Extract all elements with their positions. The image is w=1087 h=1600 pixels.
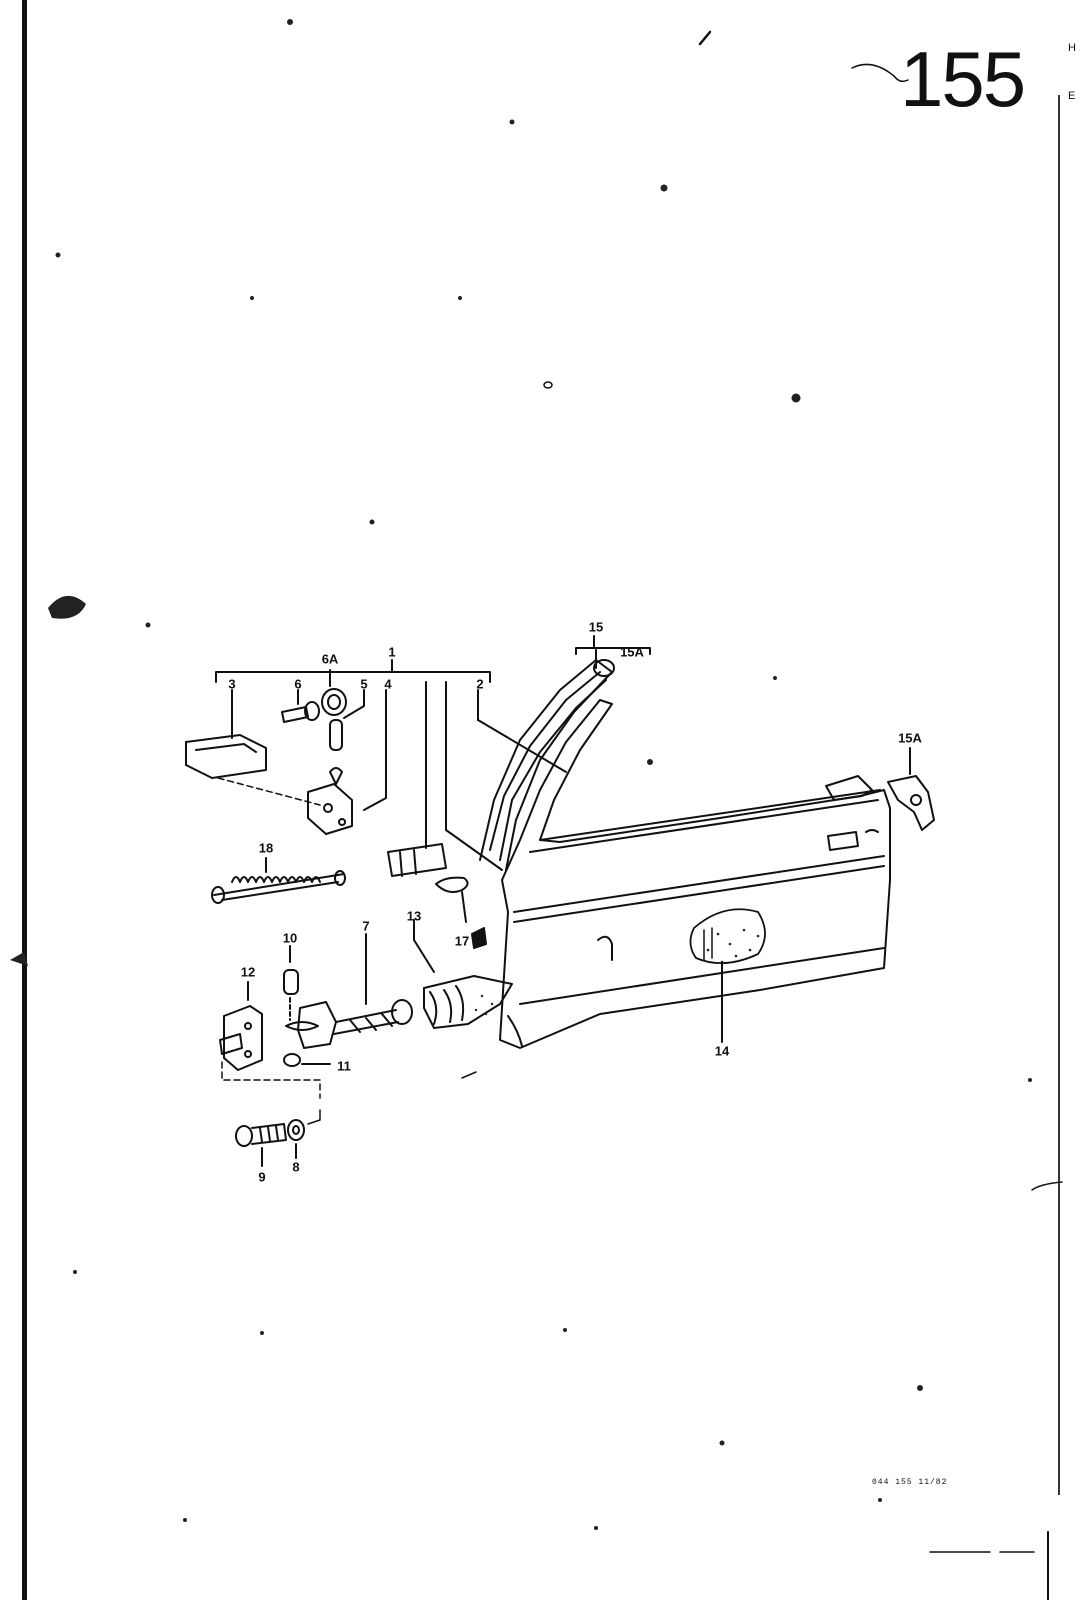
part-17-bolt: [435, 876, 487, 949]
part-3-bracket: [185, 689, 321, 806]
callout-9: 9: [258, 1169, 266, 1185]
part-8-washer: [287, 1119, 305, 1159]
part-13-check-housing: [413, 919, 513, 1029]
corner-letter-top: H: [1068, 42, 1076, 54]
callout-12: 12: [240, 964, 256, 980]
part-15a-hinge-right: [825, 747, 935, 831]
callout-17: 17: [454, 933, 470, 949]
window-frame-seal: [479, 635, 651, 871]
callout-1: 1: [388, 644, 396, 660]
callout-6: 6: [294, 676, 302, 692]
binder-edge: [22, 0, 27, 1600]
part-5-pin: [329, 689, 365, 785]
page-number: 155: [900, 35, 1026, 123]
callout-5: 5: [360, 676, 368, 692]
callout-10: 10: [282, 930, 298, 946]
part-11-washer: [283, 1053, 331, 1067]
part-10-pin: [283, 945, 299, 1021]
part-7-check-strap: [285, 933, 413, 1049]
part-4-hinge-plate: [307, 689, 387, 835]
part-9-bolt: [235, 1123, 287, 1167]
right-margin-rule: [1058, 95, 1060, 1495]
callout-8: 8: [292, 1159, 300, 1175]
callout-14: 14: [714, 1043, 730, 1059]
callout-15: 15: [588, 619, 604, 635]
part-18-spring: [211, 857, 346, 904]
corner-letter-second: E: [1068, 90, 1076, 102]
door-shell: [499, 699, 891, 1049]
callout-4: 4: [384, 676, 392, 692]
callout-15a-right: 15A: [898, 730, 922, 746]
door-hinge: [387, 681, 447, 877]
callout-18: 18: [258, 840, 274, 856]
group-bracket-1: [215, 671, 491, 683]
callout-2: 2: [476, 676, 484, 692]
part-6-bolt: [281, 689, 320, 723]
callout-3: 3: [228, 676, 236, 692]
part-6a-bush: [321, 669, 347, 716]
callout-7: 7: [362, 918, 370, 934]
callout-6a: 6A: [321, 651, 339, 667]
part-12-plate: [219, 981, 263, 1071]
callout-13: 13: [406, 908, 422, 924]
callout-15a-top: 15A: [620, 644, 644, 660]
footer-code: 044 155 11/82: [872, 1478, 948, 1487]
callout-11: 11: [337, 1058, 351, 1074]
scan-specks: [10, 19, 1032, 1530]
